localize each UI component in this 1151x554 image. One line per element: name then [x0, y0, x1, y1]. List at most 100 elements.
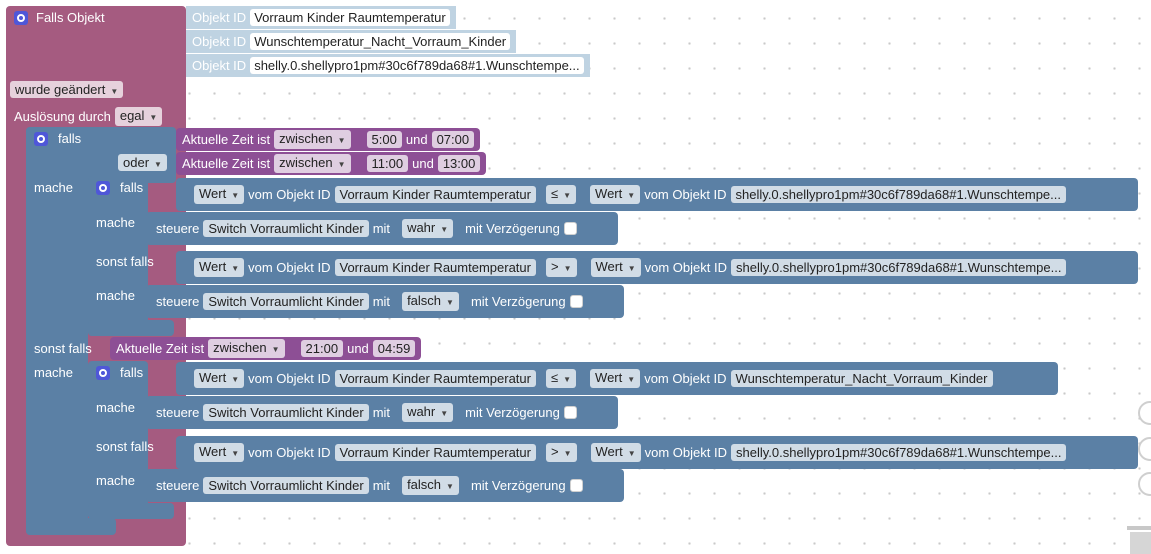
time-to-field[interactable]: 04:59 — [372, 340, 416, 357]
object-id-field[interactable]: Vorraum Kinder Raumtemperatur — [334, 186, 536, 203]
value-dropdown[interactable]: wahr▼ — [402, 403, 454, 422]
ausloesung-dropdown[interactable]: egal▼ — [114, 107, 163, 126]
object-id-block-2[interactable]: Objekt ID Wunschtemperatur_Nacht_Vorraum… — [186, 30, 517, 53]
comparison-block-3[interactable]: Wert▼ vom Objekt ID Vorraum Kinder Raumt… — [176, 362, 1058, 395]
chevron-down-icon: ▼ — [563, 191, 572, 200]
chevron-down-icon: ▼ — [337, 136, 346, 145]
inner-if-block-a[interactable] — [88, 176, 148, 336]
sonst-falls-label: sonst falls — [34, 341, 92, 356]
chevron-down-icon: ▼ — [446, 482, 454, 491]
time-to-field[interactable]: 07:00 — [431, 131, 475, 148]
wert-dropdown[interactable]: Wert▼ — [194, 443, 245, 462]
chevron-down-icon: ▼ — [563, 449, 572, 458]
sonst-falls-label: sonst falls — [96, 439, 154, 454]
switch-field[interactable]: Switch Vorraumlicht Kinder — [203, 404, 369, 421]
chevron-down-icon: ▼ — [231, 264, 240, 273]
action-block-1[interactable]: steuere Switch Vorraumlicht Kinder mit w… — [146, 212, 618, 245]
object-id-field[interactable]: Wunschtemperatur_Nacht_Vorraum_Kinder — [250, 33, 511, 50]
time-condition-block-1[interactable]: Aktuelle Zeit ist zwischen▼ 5:00 und 07:… — [176, 128, 481, 151]
inner-if-a-label: falls — [96, 180, 143, 195]
between-dropdown[interactable]: zwischen▼ — [274, 154, 351, 173]
inner-if-b-bottom — [88, 503, 174, 519]
wert-dropdown[interactable]: Wert▼ — [590, 258, 641, 277]
chevron-down-icon: ▼ — [337, 160, 346, 169]
between-dropdown[interactable]: zwischen▼ — [208, 339, 285, 358]
zoom-in-icon[interactable] — [1138, 437, 1151, 461]
chevron-down-icon: ▼ — [231, 191, 240, 200]
outer-if-bottom — [26, 518, 116, 535]
object-id-field[interactable]: Vorraum Kinder Raumtemperatur — [334, 444, 536, 461]
time-condition-block-3[interactable]: Aktuelle Zeit ist zwischen▼ 21:00 und 04… — [110, 337, 422, 360]
object-id-field[interactable]: Wunschtemperatur_Nacht_Vorraum_Kinder — [730, 370, 993, 387]
wert-dropdown[interactable]: Wert▼ — [194, 185, 245, 204]
zoom-out-icon[interactable] — [1138, 472, 1151, 496]
wert-dropdown[interactable]: Wert▼ — [590, 369, 641, 388]
mutator-gear-icon[interactable] — [96, 180, 110, 195]
trash-icon[interactable] — [1127, 524, 1151, 554]
oder-dropdown[interactable]: oder▼ — [118, 154, 167, 172]
action-block-3[interactable]: steuere Switch Vorraumlicht Kinder mit w… — [146, 396, 618, 429]
chevron-down-icon: ▼ — [440, 409, 449, 418]
comparison-block-2[interactable]: Wert▼ vom Objekt ID Vorraum Kinder Raumt… — [176, 251, 1138, 284]
mutator-gear-icon[interactable] — [14, 10, 28, 25]
chevron-down-icon: ▼ — [231, 449, 240, 458]
between-dropdown[interactable]: zwischen▼ — [274, 130, 351, 149]
value-dropdown[interactable]: falsch▼ — [402, 292, 459, 311]
chevron-down-icon: ▼ — [627, 191, 636, 200]
chevron-down-icon: ▼ — [149, 113, 158, 122]
mache-label: mache — [34, 365, 74, 380]
operator-dropdown[interactable]: >▼ — [545, 443, 577, 462]
object-id-field[interactable]: shelly.0.shellypro1pm#30c6f789da68#1.Wun… — [731, 444, 1067, 461]
condition-dropdown[interactable]: wurde geändert▼ — [10, 81, 124, 99]
operator-dropdown[interactable]: ≤▼ — [545, 369, 577, 388]
value-dropdown[interactable]: wahr▼ — [402, 219, 454, 238]
value-dropdown[interactable]: falsch▼ — [402, 476, 459, 495]
delay-checkbox[interactable] — [569, 295, 583, 308]
action-block-4[interactable]: steuere Switch Vorraumlicht Kinder mit f… — [146, 469, 624, 502]
object-id-field[interactable]: shelly.0.shellypro1pm#30c6f789da68#1.Wun… — [731, 259, 1067, 276]
wert-dropdown[interactable]: Wert▼ — [194, 258, 245, 277]
delay-checkbox[interactable] — [569, 479, 583, 492]
action-block-2[interactable]: steuere Switch Vorraumlicht Kinder mit f… — [146, 285, 624, 318]
time-from-field[interactable]: 21:00 — [300, 340, 344, 357]
chevron-down-icon: ▼ — [440, 225, 449, 234]
object-id-field[interactable]: shelly.0.shellypro1pm#30c6f789da68#1.Wun… — [250, 57, 584, 74]
comparison-block-4[interactable]: Wert▼ vom Objekt ID Vorraum Kinder Raumt… — [176, 436, 1138, 469]
switch-field[interactable]: Switch Vorraumlicht Kinder — [203, 293, 369, 310]
mache-label: mache — [96, 215, 136, 230]
inner-if-b-label: falls — [96, 365, 143, 380]
mache-label: mache — [34, 180, 74, 195]
object-id-field[interactable]: shelly.0.shellypro1pm#30c6f789da68#1.Wun… — [730, 186, 1066, 203]
outer-if-spine — [26, 127, 88, 535]
sonst-falls-label: sonst falls — [96, 254, 154, 269]
wert-dropdown[interactable]: Wert▼ — [194, 369, 245, 388]
switch-field[interactable]: Switch Vorraumlicht Kinder — [203, 220, 369, 237]
trigger-header: Falls Objekt — [14, 10, 105, 25]
wert-dropdown[interactable]: Wert▼ — [590, 185, 641, 204]
time-from-field[interactable]: 5:00 — [366, 131, 402, 148]
object-id-field[interactable]: Vorraum Kinder Raumtemperatur — [334, 370, 536, 387]
chevron-down-icon: ▼ — [627, 449, 636, 458]
mutator-gear-icon[interactable] — [96, 365, 110, 380]
object-id-block-3[interactable]: Objekt ID shelly.0.shellypro1pm#30c6f789… — [186, 54, 590, 77]
operator-dropdown[interactable]: ≤▼ — [545, 185, 577, 204]
time-condition-block-2[interactable]: Aktuelle Zeit ist zwischen▼ 11:00 und 13… — [176, 152, 487, 175]
inner-if-block-b[interactable] — [88, 361, 148, 519]
chevron-down-icon: ▼ — [110, 87, 119, 96]
delay-checkbox[interactable] — [563, 406, 577, 419]
chevron-down-icon: ▼ — [563, 375, 572, 384]
time-to-field[interactable]: 13:00 — [437, 155, 481, 172]
object-id-field[interactable]: Vorraum Kinder Raumtemperatur — [334, 259, 536, 276]
wert-dropdown[interactable]: Wert▼ — [590, 443, 641, 462]
zoom-reset-icon[interactable] — [1138, 401, 1151, 425]
object-id-block-1[interactable]: Objekt ID Vorraum Kinder Raumtemperatur — [186, 6, 456, 29]
chevron-down-icon: ▼ — [563, 264, 572, 273]
time-from-field[interactable]: 11:00 — [366, 155, 409, 172]
delay-checkbox[interactable] — [563, 222, 577, 235]
object-id-field[interactable]: Vorraum Kinder Raumtemperatur — [250, 9, 450, 26]
operator-dropdown[interactable]: >▼ — [545, 258, 577, 277]
switch-field[interactable]: Switch Vorraumlicht Kinder — [203, 477, 369, 494]
comparison-block-1[interactable]: Wert▼ vom Objekt ID Vorraum Kinder Raumt… — [176, 178, 1138, 211]
mutator-gear-icon[interactable] — [34, 131, 48, 146]
mache-label: mache — [96, 400, 136, 415]
